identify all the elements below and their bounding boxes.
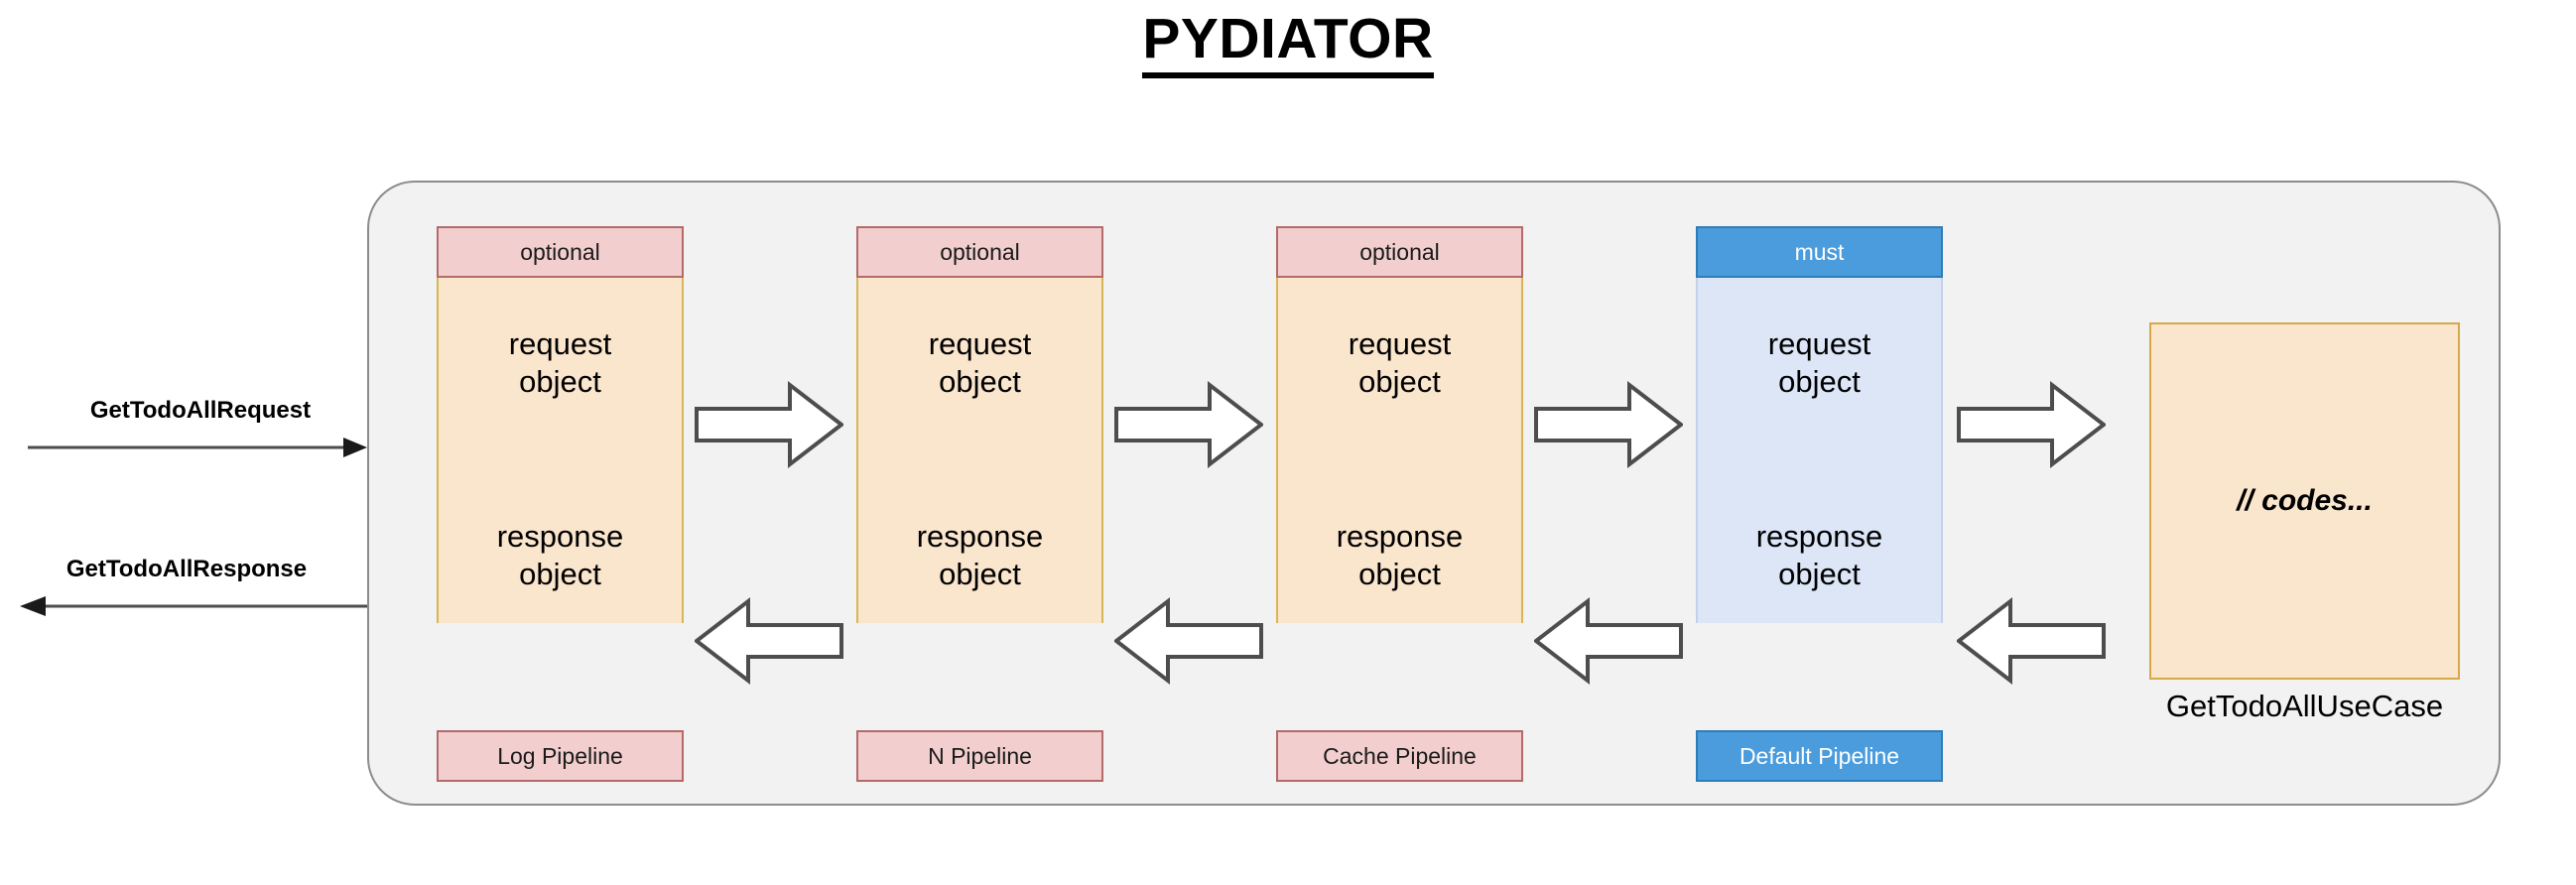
block-arrow-right-icon [1957,379,2108,470]
pipeline-header-badge: optional [856,226,1103,278]
response-flow-label: GetTodoAllResponse [65,556,308,582]
block-arrow-left-icon [693,595,843,687]
block-arrow-left-icon [1112,595,1263,687]
page-title-text: PYDIATOR [1142,9,1434,78]
pipeline-body: request object response object [856,278,1103,623]
page-title: PYDIATOR [0,6,2576,78]
usecase-box[interactable]: // codes... [2149,322,2460,680]
request-object-label: request object [508,326,612,399]
pipeline-cache[interactable]: optional request object response object … [1276,226,1523,782]
usecase-caption: GetTodoAllUseCase [2165,689,2444,723]
block-arrow-left-icon [1955,595,2106,687]
pipeline-header-badge: optional [437,226,684,278]
pipeline-header-badge: must [1696,226,1943,278]
response-object-label: response object [496,519,624,592]
pipeline-name-label: Default Pipeline [1696,730,1943,782]
pipeline-name-label: Log Pipeline [437,730,684,782]
request-object-label: request object [1767,326,1871,399]
pipeline-name-label: Cache Pipeline [1276,730,1523,782]
pipeline-body: request object response object [437,278,684,623]
response-object-label: response object [1336,519,1464,592]
usecase-body-text: // codes... [2237,484,2373,517]
request-flow-label: GetTodoAllRequest [89,397,312,424]
pipeline-n[interactable]: optional request object response object … [856,226,1103,782]
block-arrow-left-icon [1532,595,1683,687]
response-object-label: response object [916,519,1044,592]
pipeline-header-badge: optional [1276,226,1523,278]
request-object-label: request object [1348,326,1452,399]
pipeline-body: request object response object [1276,278,1523,623]
arrow-left-icon [20,593,369,619]
block-arrow-right-icon [1114,379,1265,470]
request-object-label: request object [928,326,1032,399]
response-object-label: response object [1755,519,1883,592]
block-arrow-right-icon [1534,379,1685,470]
pipeline-body: request object response object [1696,278,1943,623]
pipeline-name-label: N Pipeline [856,730,1103,782]
pipeline-default[interactable]: must request object response object Defa… [1696,226,1943,782]
block-arrow-right-icon [695,379,845,470]
arrow-right-icon [28,435,367,460]
pipeline-log[interactable]: optional request object response object … [437,226,684,782]
